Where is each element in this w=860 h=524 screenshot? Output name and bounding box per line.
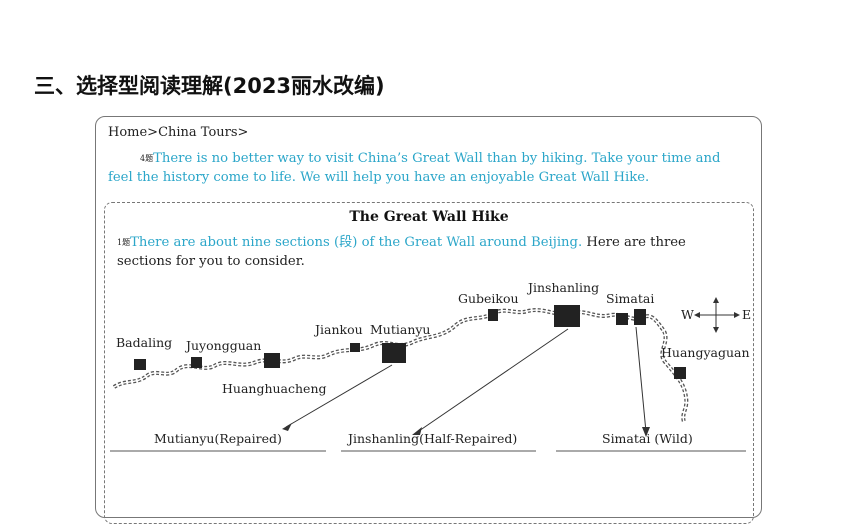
- intro-text: There is no better way to visit China’s …: [108, 151, 721, 185]
- label-mutianyu: Mutianyu: [370, 322, 431, 337]
- section-label-simatai: Simatai (Wild): [602, 431, 693, 446]
- label-badaling: Badaling: [116, 335, 172, 350]
- arrow-simatai: [635, 326, 647, 433]
- question-mark-4: 4题: [140, 154, 154, 163]
- section-label-mutianyu: Mutianyu(Repaired): [154, 431, 282, 446]
- tower-badaling-icon: [134, 359, 146, 370]
- label-huangyaguan: Huangyaguan: [661, 345, 750, 360]
- label-jiankou: Jiankou: [313, 322, 363, 337]
- tower-huanghuacheng-icon: [264, 353, 280, 368]
- tower-jiankou-icon: [350, 343, 360, 352]
- watchtower-icons: [134, 305, 686, 379]
- tower-simatai-1-icon: [616, 313, 628, 325]
- tower-simatai-2-icon: [634, 309, 646, 325]
- label-jinshanling: Jinshanling: [526, 280, 599, 295]
- label-juyongguan: Juyongguan: [184, 338, 261, 353]
- compass-west: W: [681, 307, 694, 322]
- label-huanghuacheng: Huanghuacheng: [222, 381, 327, 396]
- tower-gubeikou-icon: [488, 309, 498, 321]
- compass-icon: [696, 301, 738, 329]
- hike-lead-highlight: There are about nine sections (段) of the…: [130, 235, 583, 250]
- compass-east: E: [742, 307, 751, 322]
- hike-lead-rest: Here are three sections for you to consi…: [117, 235, 686, 269]
- hike-lead: 1题There are about nine sections (段) of t…: [117, 233, 737, 271]
- intro-paragraph: 4题There is no better way to visit China’…: [108, 149, 748, 187]
- label-gubeikou: Gubeikou: [458, 291, 519, 306]
- tour-panel: Home>China Tours> 4题There is no better w…: [95, 116, 762, 524]
- arrow-jinshanling: [415, 328, 569, 434]
- tower-huangyaguan-icon: [674, 367, 686, 379]
- label-simatai: Simatai: [606, 291, 654, 306]
- breadcrumb[interactable]: Home>China Tours>: [108, 125, 249, 140]
- tower-juyongguan-icon: [191, 357, 202, 368]
- question-mark-1: 1题: [117, 238, 131, 247]
- great-wall-map: Badaling Juyongguan Huanghuacheng Jianko…: [110, 280, 751, 452]
- hike-title: The Great Wall Hike: [349, 209, 509, 225]
- page-heading: 三、选择型阅读理解(2023丽水改编): [34, 74, 385, 98]
- arrow-mutianyu: [285, 364, 393, 428]
- section-label-jinshanling: Jinshanling(Half-Repaired): [346, 431, 517, 446]
- tower-mutianyu-icon: [382, 343, 406, 363]
- tower-jinshanling-icon: [554, 305, 580, 327]
